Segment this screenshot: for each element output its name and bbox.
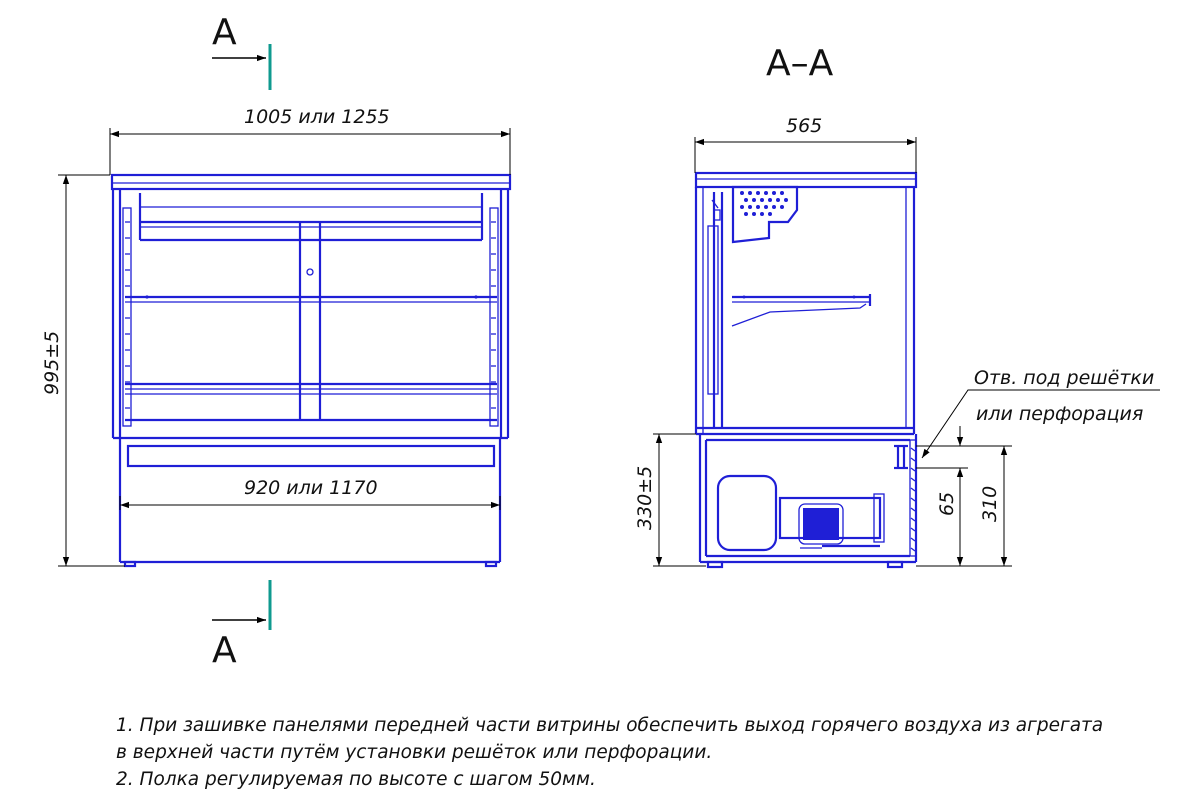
side-view — [694, 171, 918, 569]
shelf — [731, 294, 872, 327]
section-mark-top — [212, 44, 272, 90]
section-label-bottom: A — [212, 630, 237, 671]
rail-slots-left — [125, 221, 130, 409]
dim-65: 65 — [936, 492, 958, 516]
section-mark-bottom — [212, 580, 272, 630]
rail-slots-right — [491, 221, 496, 409]
dim-depth: 565 — [786, 115, 822, 137]
dim-height: 995±5 — [41, 331, 63, 395]
section-label-top: A — [212, 12, 237, 53]
side-dimensions — [653, 137, 1160, 567]
condensing-unit — [778, 493, 885, 549]
note-line-2: в верхней части путём установки решёток … — [116, 742, 712, 763]
dim-310: 310 — [979, 486, 1001, 522]
callout-line-2: или перфорация — [976, 403, 1143, 425]
dim-width-top: 1005 или 1255 — [244, 106, 390, 128]
front-dimensions — [58, 128, 511, 567]
front-view — [110, 173, 512, 568]
note-line-1: 1. При зашивке панелями передней части в… — [116, 715, 1103, 736]
callout-line-1: Отв. под решётки — [974, 367, 1154, 389]
evaporator — [731, 185, 799, 244]
dim-base-height: 330±5 — [634, 466, 656, 530]
section-title: A–A — [766, 43, 834, 84]
dim-width-inner: 920 или 1170 — [244, 477, 378, 499]
note-line-3: 2. Полка регулируемая по высоте с шагом … — [116, 769, 596, 790]
